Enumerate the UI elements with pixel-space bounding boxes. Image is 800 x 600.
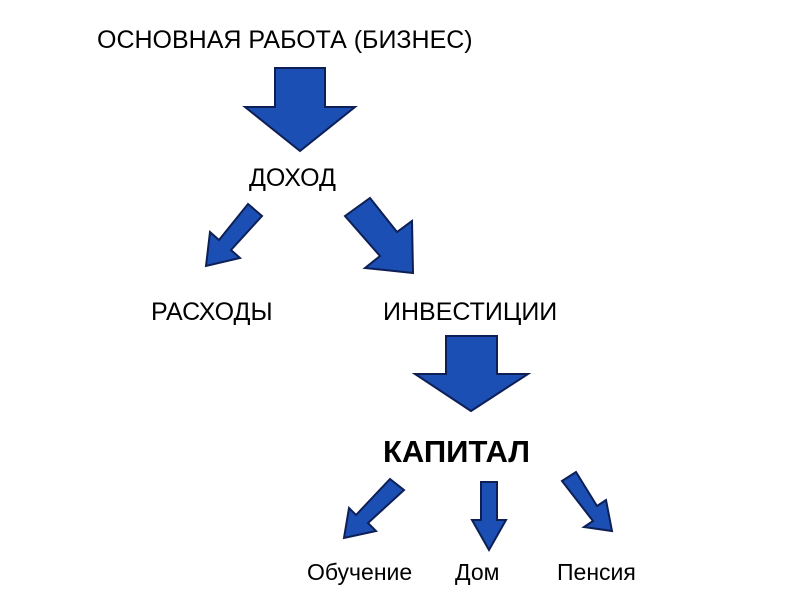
node-business: ОСНОВНАЯ РАБОТА (БИЗНЕС) bbox=[97, 26, 473, 54]
arrow-investments-to-capital bbox=[411, 335, 532, 413]
arrow-income-to-investments bbox=[343, 196, 415, 275]
node-investments: ИНВЕСТИЦИИ bbox=[383, 298, 558, 326]
arrow-capital-to-home bbox=[470, 481, 508, 553]
arrow-capital-to-pension bbox=[560, 470, 614, 533]
node-capital: КАПИТАЛ bbox=[383, 434, 530, 469]
node-expenses: РАСХОДЫ bbox=[151, 298, 273, 326]
arrow-capital-to-education bbox=[342, 477, 406, 540]
arrow-income-to-expenses bbox=[204, 202, 264, 268]
arrow-business-to-income bbox=[242, 67, 358, 153]
node-education: Обучение bbox=[307, 559, 413, 585]
node-pension: Пенсия bbox=[557, 559, 636, 585]
node-home: Дом bbox=[455, 559, 500, 585]
node-income: ДОХОД bbox=[249, 164, 336, 192]
